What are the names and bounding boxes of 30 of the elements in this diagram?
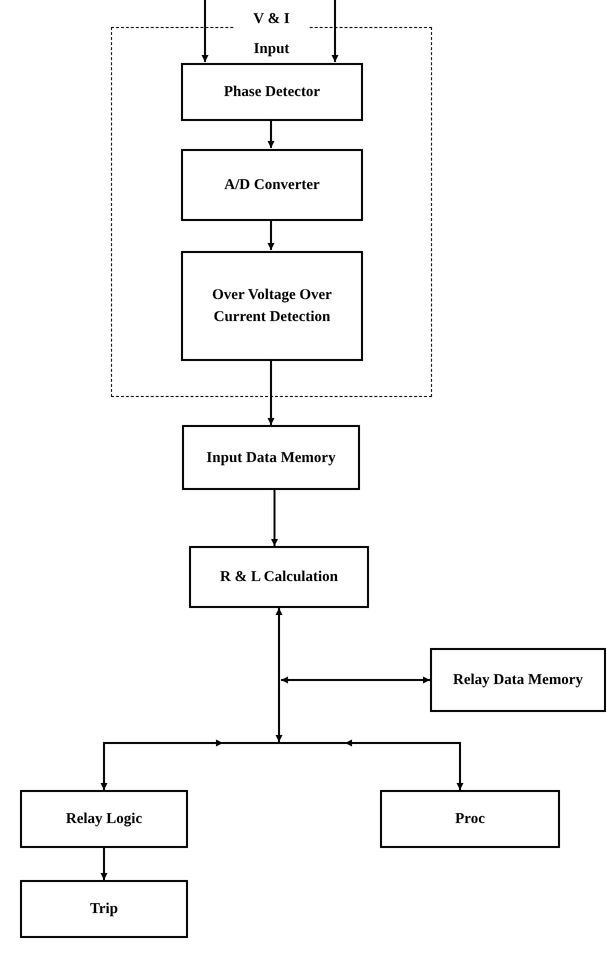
box-label: Relay Logic [66,810,142,829]
box-label: Phase Detector [224,83,320,102]
process-box [181,63,363,121]
arrow [268,220,274,250]
process-box [430,648,606,712]
box-label: Relay Data Memory [453,671,583,690]
process-box [189,546,369,608]
box-label: Over Voltage Over Current Detection [211,286,333,327]
process-box [380,790,560,848]
arrow [202,0,208,62]
box-label: R & L Calculation [220,568,338,587]
arrow [268,120,274,148]
process-box [181,251,363,361]
arrow [276,608,282,742]
arrow [100,740,223,790]
bus-line [223,742,345,744]
arrow [345,740,464,790]
process-box [20,880,188,938]
arrow [332,0,338,62]
arrow [271,490,278,546]
box-label: Input Data Memory [206,448,336,468]
box-label: Proc [455,810,485,829]
arrow [100,848,108,880]
arrow [268,360,274,425]
arrow [281,676,430,684]
box-label: A/D Converter [224,176,320,195]
process-box [182,425,360,490]
process-box [181,149,363,221]
box-label: Trip [90,900,118,919]
process-box [20,790,188,848]
